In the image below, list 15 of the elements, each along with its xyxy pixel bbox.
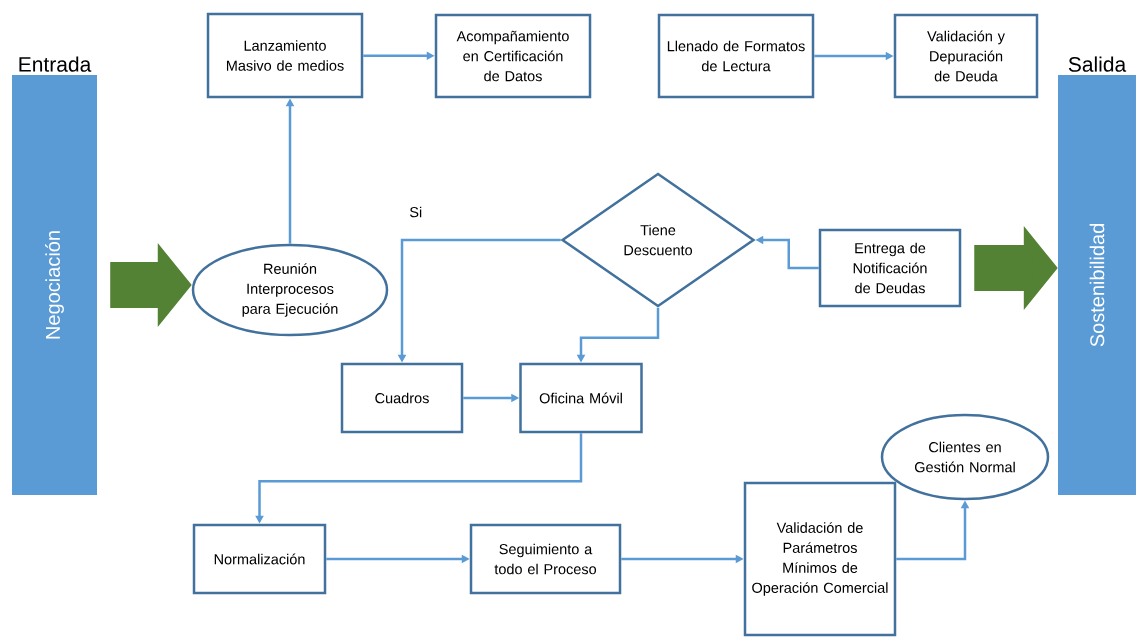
column-heading: Salida xyxy=(1068,56,1127,72)
process-box: Acompañamiento en Certificación de Datos xyxy=(434,13,592,99)
process-box: Llenado de Formatos de Lectura xyxy=(657,13,815,99)
process-box: Lanzamiento Masivo de medios xyxy=(206,12,364,99)
column-label: Sostenibilidad xyxy=(1089,224,1105,347)
process-box: Cuadros xyxy=(340,362,464,434)
process-box: Entrega de Notificación de Deudas xyxy=(818,228,962,308)
column-label: Negociación xyxy=(45,231,64,339)
process-box: Normalización xyxy=(192,523,327,595)
process-box: Seguimiento a todo el Proceso xyxy=(469,523,622,595)
edge-label: Si xyxy=(408,205,424,219)
process-box: Validación y Depuración de Deuda xyxy=(893,13,1039,99)
process-box: Validación de Parámetros Mínimos de Operación Comercial xyxy=(743,481,897,637)
process-box: Oficina Móvil xyxy=(519,362,643,434)
column-heading: Entrada xyxy=(19,56,92,72)
